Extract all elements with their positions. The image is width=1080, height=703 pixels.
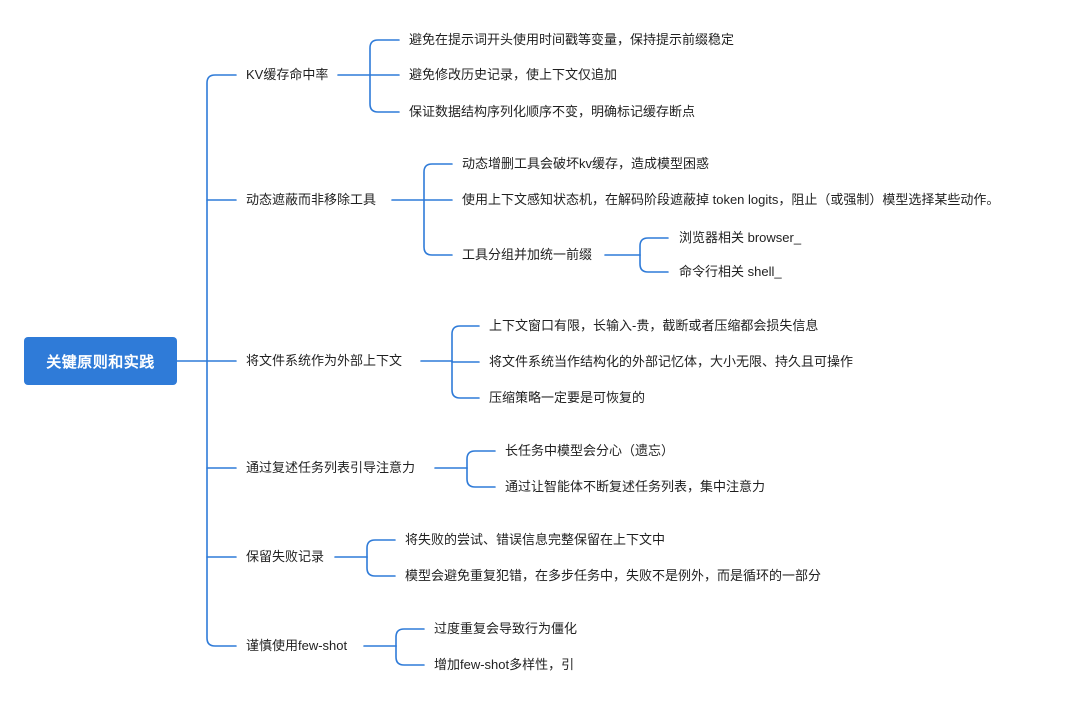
branch-filesystem[interactable]: 将文件系统作为外部上下文	[246, 353, 403, 368]
branch-few-shot[interactable]: 谨慎使用few-shot	[246, 638, 348, 653]
leaf-mask-3[interactable]: 工具分组并加统一前缀	[462, 247, 593, 262]
leaf-fewshot-1[interactable]: 过度重复会导致行为僵化	[434, 621, 578, 636]
leaf-mask-3-2[interactable]: 命令行相关 shell_	[679, 264, 782, 279]
leaf-kv-3[interactable]: 保证数据结构序列化顺序不变，明确标记缓存断点	[409, 104, 696, 119]
recite-bracket-elbow-0	[466, 450, 496, 469]
leaf-mask-3-1[interactable]: 浏览器相关 browser_	[679, 230, 802, 245]
recite-bracket-elbow-1	[466, 467, 496, 488]
fs-bracket-elbow-0	[451, 325, 480, 362]
fewshot-bracket-elbow-0	[395, 628, 425, 647]
leaf-recite-2[interactable]: 通过让智能体不断复述任务列表，集中注意力	[505, 479, 766, 494]
leaf-mask-2[interactable]: 使用上下文感知状态机，在解码阶段遮蔽掉 token logits，阻止（或强制）…	[462, 192, 1000, 207]
fewshot-bracket-elbow-1	[395, 645, 425, 666]
fail-bracket-elbow-1	[366, 556, 396, 577]
kv-bracket-elbow-2	[369, 74, 400, 113]
leaf-fewshot-2[interactable]: 增加few-shot多样性，引	[434, 657, 575, 672]
blur-overlay	[588, 612, 658, 672]
leaf-recite-1[interactable]: 长任务中模型会分心（遗忘）	[505, 443, 675, 458]
mask-bracket-elbow-0	[423, 163, 453, 201]
root-bracket-elbow-0	[206, 74, 237, 362]
branch-kv-cache[interactable]: KV缓存命中率	[246, 67, 329, 82]
branch-keep-failures[interactable]: 保留失败记录	[246, 549, 325, 564]
leaf-mask-1[interactable]: 动态增删工具会破坏kv缓存，造成模型困惑	[462, 156, 710, 171]
root-node[interactable]: 关键原则和实践	[24, 337, 177, 385]
fs-bracket-elbow-2	[451, 360, 480, 399]
leaf-fs-1[interactable]: 上下文窗口有限，长输入-贵，截断或者压缩都会损失信息	[489, 318, 819, 333]
branch-mask-tools[interactable]: 动态遮蔽而非移除工具	[246, 192, 377, 207]
fail-bracket-elbow-0	[366, 539, 396, 558]
leaf-fail-1[interactable]: 将失败的尝试、错误信息完整保留在上下文中	[405, 532, 666, 547]
leaf-fs-2[interactable]: 将文件系统当作结构化的外部记忆体，大小无限、持久且可操作	[489, 354, 854, 369]
kv-bracket-elbow-0	[369, 39, 400, 76]
branch-recite-tasks[interactable]: 通过复述任务列表引导注意力	[246, 460, 416, 475]
leaf-kv-2[interactable]: 避免修改历史记录，使上下文仅追加	[409, 67, 618, 82]
mask-bracket-elbow-2	[423, 199, 453, 256]
group-bracket-elbow-0	[639, 237, 669, 256]
leaf-kv-1[interactable]: 避免在提示词开头使用时间戳等变量，保持提示前缀稳定	[409, 32, 735, 47]
leaf-fail-2[interactable]: 模型会避免重复犯错，在多步任务中，失败不是例外，而是循环的一部分	[405, 568, 822, 583]
group-bracket-elbow-1	[639, 254, 669, 273]
root-bracket-elbow-5	[206, 360, 237, 647]
leaf-fs-3[interactable]: 压缩策略一定要是可恢复的	[489, 390, 646, 405]
